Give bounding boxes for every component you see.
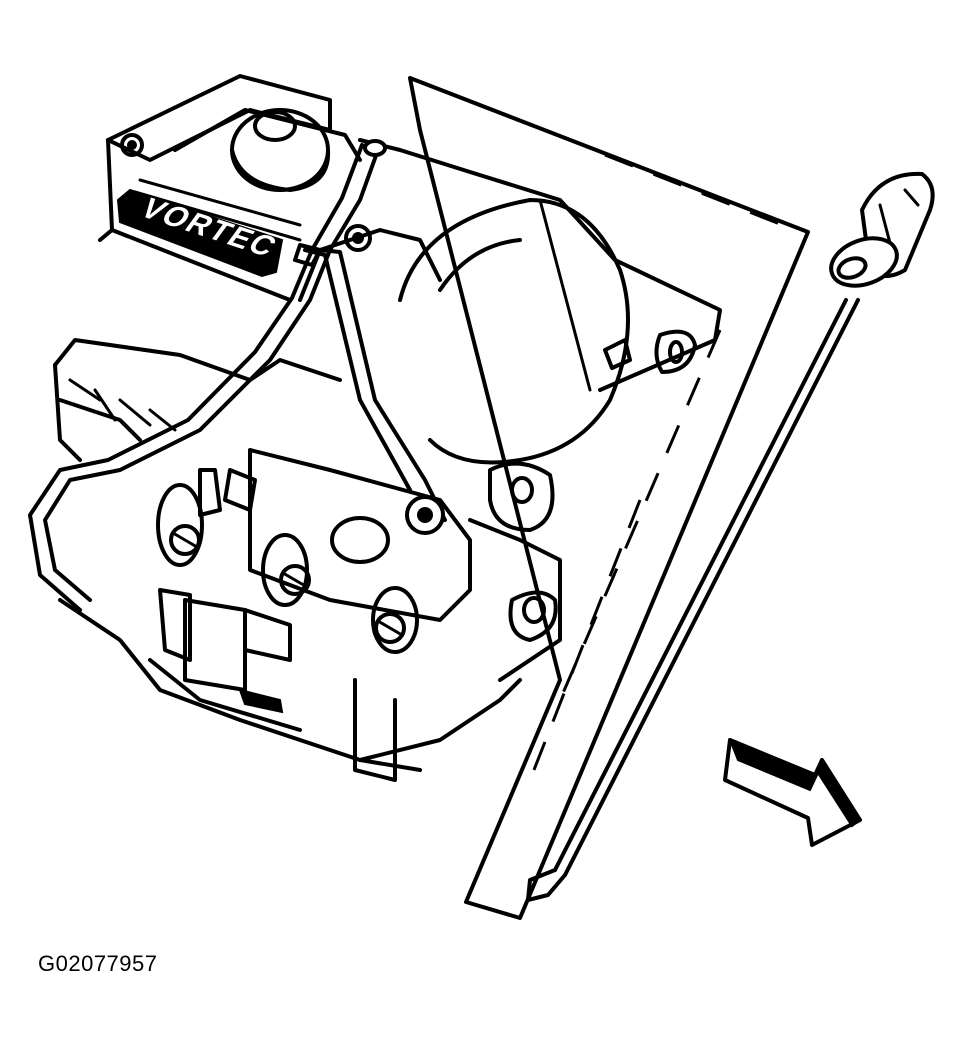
figure-id-label: G02077957 xyxy=(38,951,158,976)
valve-cover xyxy=(98,74,372,302)
cylinder-head xyxy=(53,338,522,782)
guide-panel xyxy=(408,76,810,920)
intake-manifold xyxy=(298,138,722,682)
exhaust-ports xyxy=(156,448,472,654)
sensor-bracket xyxy=(158,468,292,714)
dipstick-tube xyxy=(28,139,387,612)
oil-dipstick[interactable] xyxy=(526,171,935,902)
tube-bracket xyxy=(303,248,447,535)
direction-arrow-icon xyxy=(723,738,862,847)
